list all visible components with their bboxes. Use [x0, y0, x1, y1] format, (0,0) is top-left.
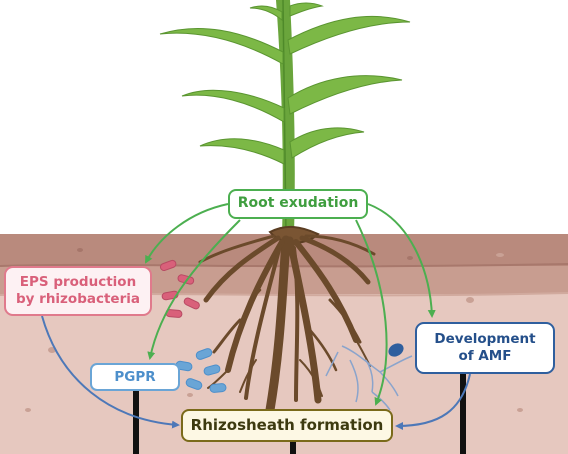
pgpr-box: PGPR [90, 363, 180, 391]
rhizosheath-formation-box: Rhizosheath formation [181, 409, 393, 442]
eps-label-line1: EPS production [16, 274, 140, 291]
amf-development-box: Development of AMF [415, 322, 555, 374]
eps-label-line2: by rhizobacteria [16, 291, 140, 308]
eps-production-box: EPS production by rhizobacteria [4, 266, 152, 316]
rhizosheath-label: Rhizosheath formation [191, 416, 384, 435]
amf-label-line1: Development [434, 331, 535, 348]
root-exudation-label: Root exudation [238, 195, 359, 213]
pgpr-label: PGPR [114, 369, 155, 386]
root-exudation-box: Root exudation [228, 189, 368, 219]
amf-label-line2: of AMF [434, 348, 535, 365]
